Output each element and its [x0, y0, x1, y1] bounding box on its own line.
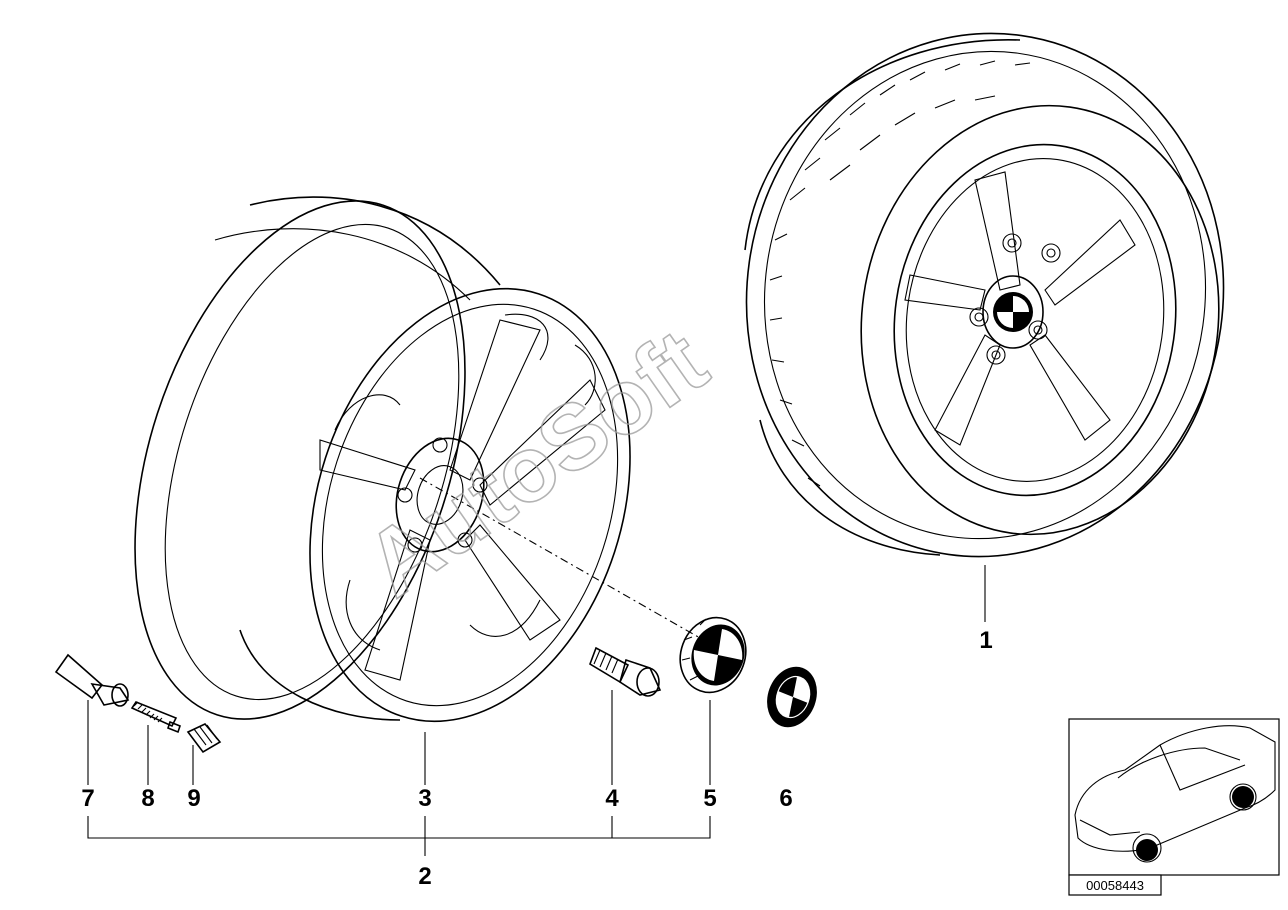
- callout-5: 5: [703, 785, 716, 812]
- leader-lines: [87, 477, 986, 856]
- hub-cap: [679, 616, 747, 694]
- callout-9: 9: [187, 785, 200, 812]
- rear-wheel-marker: [1232, 786, 1254, 808]
- car-outline-icon: [1074, 725, 1276, 863]
- watermark-text: AutoSoft: [348, 310, 725, 616]
- diagram-part-number: 00058443: [1086, 878, 1144, 893]
- car-location-inset: 00058443: [1068, 718, 1280, 896]
- complete-wheel-with-tire: [744, 32, 1225, 558]
- front-wheel-marker: [1136, 839, 1158, 861]
- tire-tread: [769, 60, 1031, 487]
- alloy-rim: [134, 196, 631, 723]
- valve-core: [130, 701, 181, 734]
- callout-7: 7: [81, 785, 94, 812]
- callout-3: 3: [418, 785, 431, 812]
- callout-1: 1: [979, 627, 992, 654]
- valve-stem: [54, 653, 130, 707]
- wheel-bolt: [589, 646, 662, 697]
- callout-4: 4: [605, 785, 619, 812]
- wheel-center-cap-logo: [993, 292, 1033, 332]
- callout-8: 8: [141, 785, 154, 812]
- callout-2: 2: [418, 863, 431, 890]
- wheel-spokes: [904, 171, 1136, 446]
- valve-cap: [186, 723, 222, 754]
- emblem: [767, 666, 817, 728]
- callout-6: 6: [779, 785, 792, 812]
